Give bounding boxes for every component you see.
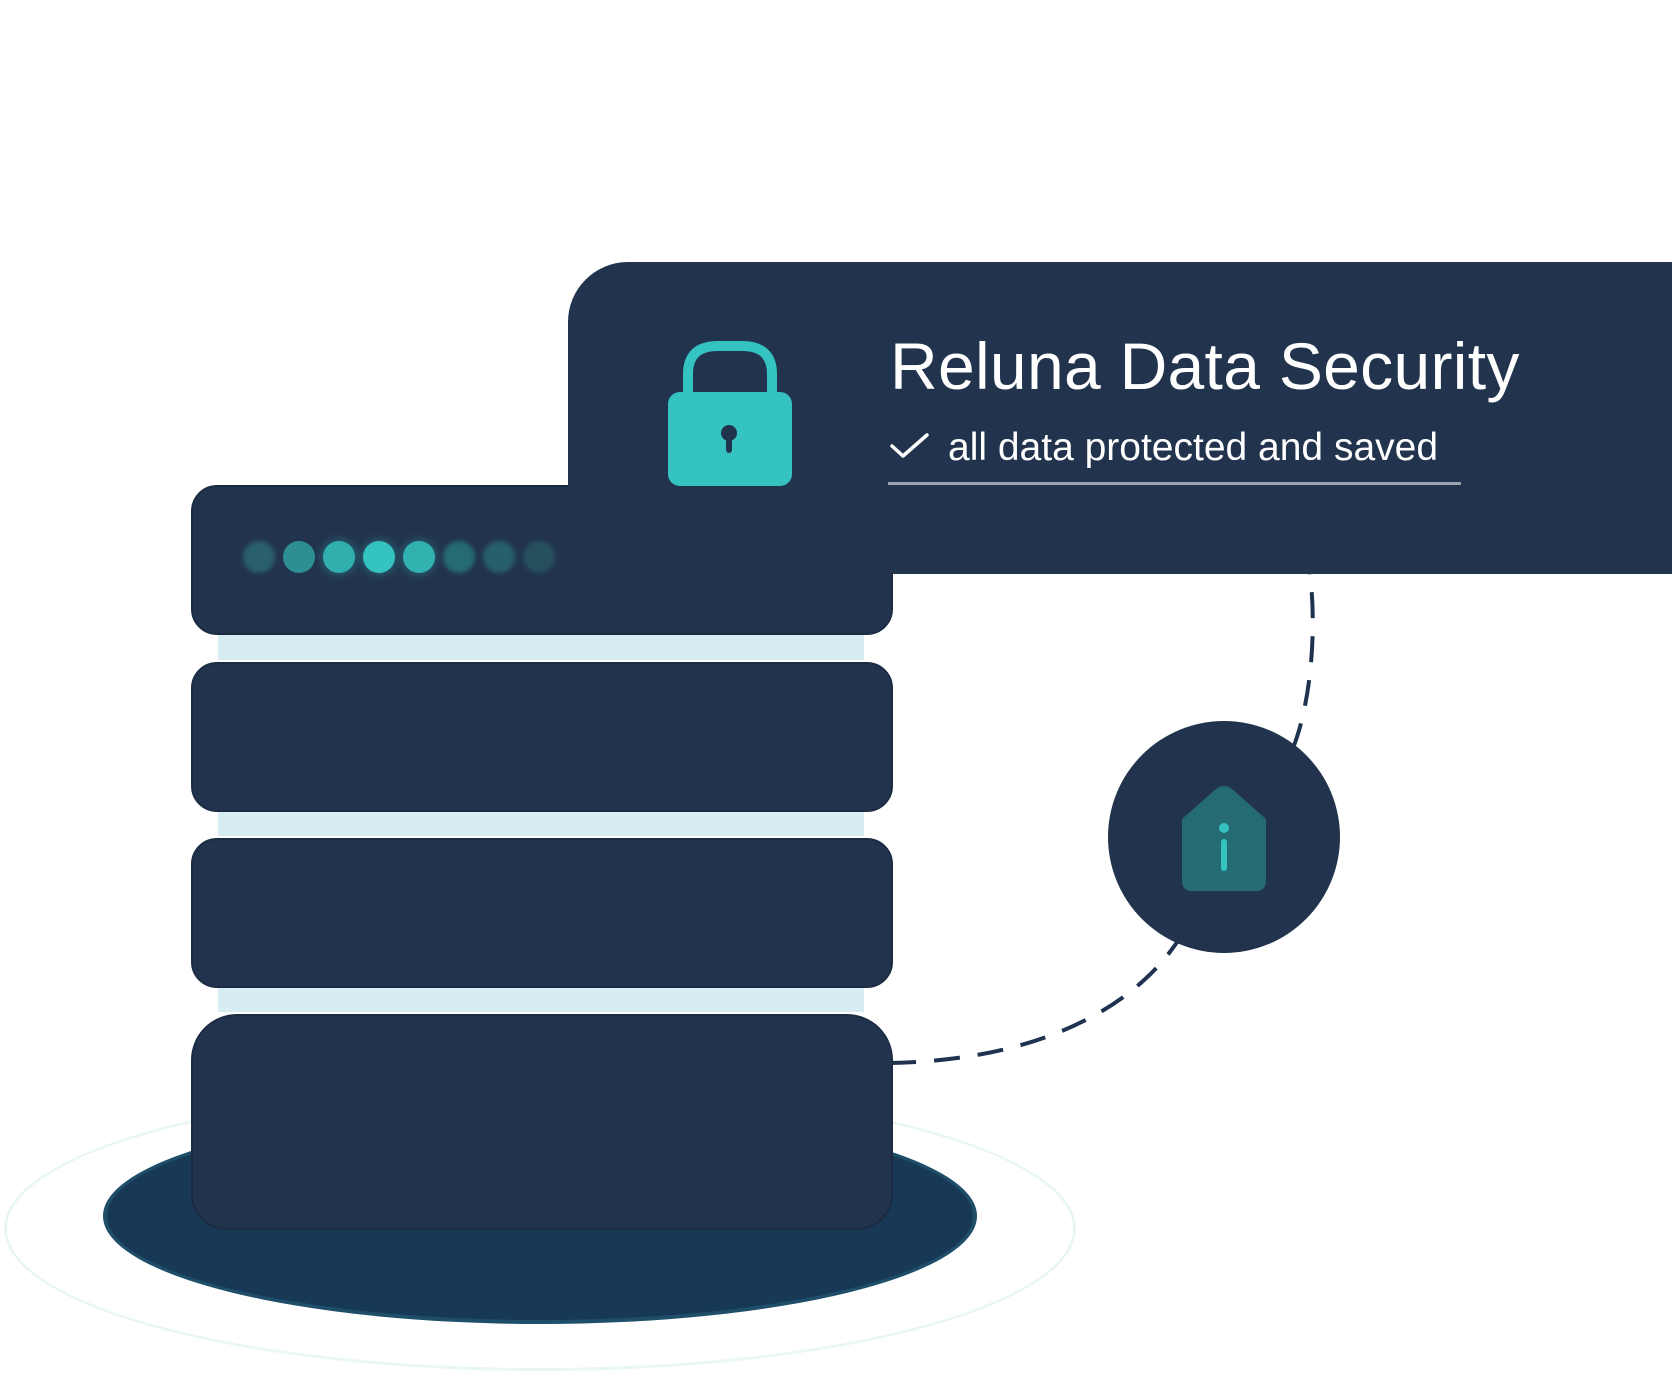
status-led <box>443 541 475 573</box>
status-text: all data protected and saved <box>948 426 1439 469</box>
status-led <box>523 541 555 573</box>
padlock-icon <box>668 340 792 491</box>
status-led <box>283 541 315 573</box>
server-unit <box>191 662 893 812</box>
security-card: Reluna Data Security all data protected … <box>568 262 1672 574</box>
checkmark-icon <box>890 426 930 470</box>
status-underline <box>888 482 1461 485</box>
status-led <box>403 541 435 573</box>
status-led <box>483 541 515 573</box>
status-led <box>363 541 395 573</box>
status-led-row <box>243 541 555 573</box>
status-led <box>243 541 275 573</box>
status-line: all data protected and saved <box>890 426 1438 470</box>
status-led <box>323 541 355 573</box>
home-info-icon <box>1182 786 1266 891</box>
server-unit-base <box>191 1014 893 1230</box>
card-title: Reluna Data Security <box>890 329 1520 403</box>
home-badge <box>1108 721 1340 953</box>
server-unit <box>191 838 893 988</box>
